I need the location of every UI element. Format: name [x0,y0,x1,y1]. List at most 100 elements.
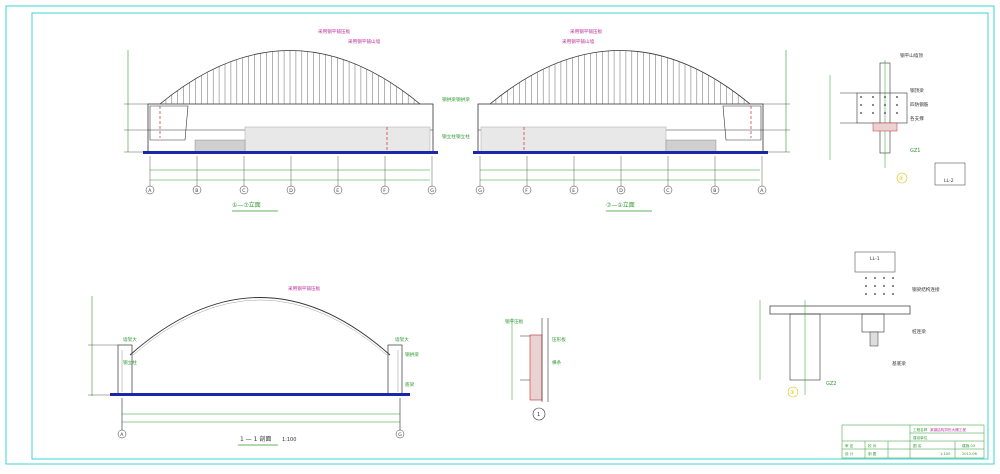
axis-bubble [145,185,155,195]
title-block-row1: 工程名称 [913,427,928,432]
axis-label: G [398,432,402,438]
rebar-dot [883,277,885,279]
rebar-dot [896,96,898,98]
axis-label: A [120,432,124,438]
elevation-a-label-top: 采用钢平铺压板 [318,28,351,35]
rebar-dot [896,104,898,106]
rebar-dot [872,96,874,98]
bottom-detail-box [854,251,896,273]
section-label-r1: 墙架大 [395,336,409,343]
elevation-b-label-top: 采用钢平铺压板 [570,28,603,35]
inner-frame [31,12,989,460]
elevation-a-label-right2: 钢立柱 [442,133,456,140]
axis-bubble [616,185,626,195]
elevation-b-label-left2: 钢立柱 [456,133,470,140]
wall-detail-label-a: 钢平压板 [505,318,524,325]
elevation-a-base [143,151,438,154]
rebar-dot [865,293,867,295]
elevation-b-base [473,151,768,154]
axis-bubble [192,185,202,195]
axis-label: B [713,188,716,194]
axis-label: B [195,188,198,194]
elevation-a-label-right1: 钢拱梁 [442,96,456,103]
top-detail-label-1: 钢顶梁 [910,87,924,94]
rebar-dot [860,112,862,114]
bottom-detail: LL-1 钢梁结构连接 桩连梁 基底梁 GZ2 ③ [759,251,940,398]
wall-detail-label-c: 横条 [552,359,562,366]
axis-bubble [333,185,343,195]
title-block-col-c: 设 计 [845,451,854,456]
axis-bubble [522,185,532,195]
bottom-detail-box-label: LL-1 [870,256,880,262]
rebar-dot [884,104,886,106]
axis-bubble [663,185,673,195]
top-detail-label-2: 四防钢筋 [910,101,929,108]
bottom-detail-label-1: 钢梁结构连接 [912,286,940,293]
axis-bubble [757,185,767,195]
title-block-col-a: 审 定 [845,443,854,448]
rebar-dot [865,277,867,279]
title-block [841,424,985,459]
axis-bubble [117,429,127,439]
elevation-a-label-roof: 采用钢平铺山墙 [348,38,381,45]
section-title: 1 — 1 剖面 [240,435,271,443]
title-block-scale: 1:100 [940,452,951,456]
title-block-col-b: 校 对 [868,443,877,448]
rebar-dot [883,285,885,287]
axis-bubble [427,185,437,195]
axis-bubble [286,185,296,195]
bottom-detail-label-3: 基底梁 [892,360,906,367]
top-detail-box [934,162,966,186]
section-label-r3: 底梁 [405,381,415,388]
axis-bubble [569,185,579,195]
wall-detail-panel [529,334,543,401]
bottom-detail-column-tag: GZ2 [826,381,836,387]
wall-detail: 钢平压板 压形板 横条 1 [505,318,566,421]
axis-label: A [760,188,764,194]
rebar-dot [874,277,876,279]
axis-label: F [525,188,528,194]
rebar-dot [883,293,885,295]
elevation-b-label-left1: 钢拱梁 [456,96,470,103]
rebar-dot [874,285,876,287]
axis-label: F [383,188,386,194]
elevation-a-title: ①—⑦立面 [232,201,261,209]
top-detail-label-top: 钢平山墙顶 [900,52,923,59]
elevation-b-infill [480,126,667,153]
axis-label: G [430,188,434,194]
section-arch [129,297,391,356]
bottom-detail-label-2: 桩连梁 [912,328,926,335]
axis-bubble [239,185,249,195]
top-detail-box-label: LL-2 [944,178,954,184]
top-detail-column-tag: GZ1 [910,148,920,154]
axis-bubble [710,185,720,195]
elevation-b-title: ⑦—①立面 [606,201,635,209]
axis-label: D [619,188,623,194]
axis-label: G [478,188,482,194]
rebar-dot [892,293,894,295]
title-block-col-d: 制 图 [868,451,877,456]
section-label-l2: 钢立柱 [123,359,137,366]
section-scale: 1:100 [282,437,296,443]
title-block-project: 某钢结构拱形大棚工程 [930,427,966,432]
axis-label: E [572,188,575,194]
axis-bubble [475,185,485,195]
title-block-row3: 图 名 [913,443,922,448]
rebar-dot [865,285,867,287]
top-detail: 钢平山墙顶 钢顶梁 四防钢筋 各支撑 GZ1 ② LL-2 [829,52,966,186]
axis-label: C [666,188,669,194]
wall-detail-bubble [532,407,546,421]
outer-frame [5,5,995,465]
rebar-dot [884,112,886,114]
top-detail-bubble [896,172,908,184]
axis-label: C [242,188,245,194]
elevation-b-label-roof: 采用钢平铺山墙 [562,38,595,45]
axis-bubble [395,429,405,439]
rebar-dot [872,112,874,114]
axis-label: D [289,188,293,194]
rebar-dot [872,104,874,106]
